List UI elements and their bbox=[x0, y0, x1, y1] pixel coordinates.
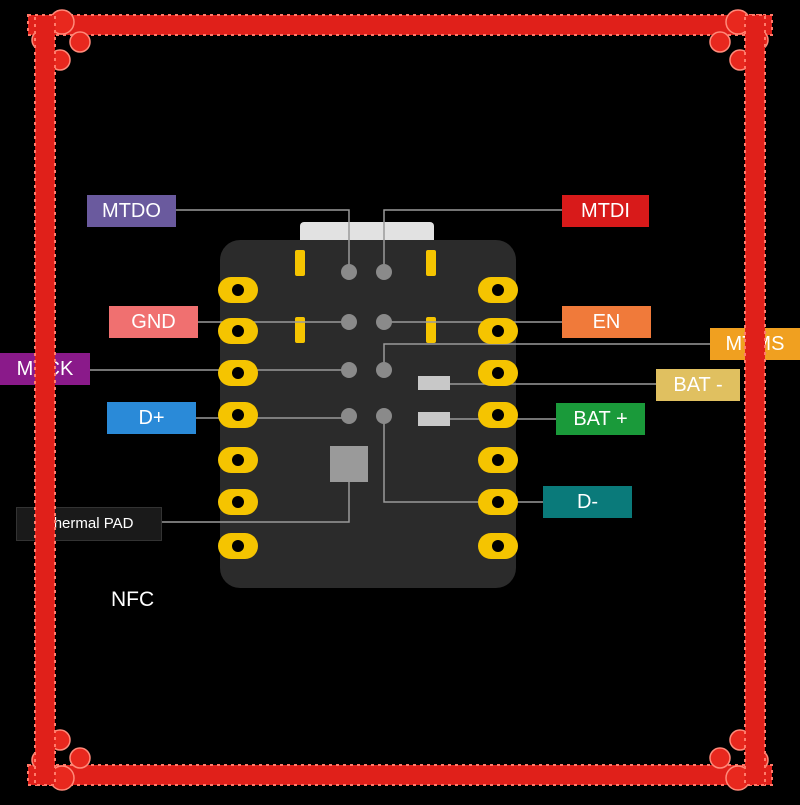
label-bat-plus: BAT + bbox=[556, 403, 645, 435]
label-d-plus: D+ bbox=[107, 402, 196, 434]
label-mtdi: MTDI bbox=[562, 195, 649, 227]
label-gnd: GND bbox=[109, 306, 198, 338]
thermal-pad bbox=[330, 446, 368, 482]
label-en: EN bbox=[562, 306, 651, 338]
small-pads bbox=[295, 250, 436, 343]
label-mtck: MTCK bbox=[0, 353, 90, 385]
usb-connector bbox=[300, 222, 434, 244]
label-mtdo: MTDO bbox=[87, 195, 176, 227]
edge-pins-left bbox=[218, 277, 258, 559]
label-mtms: MTMS bbox=[710, 328, 800, 360]
edge-pins-right bbox=[478, 277, 518, 559]
test-pins bbox=[341, 264, 392, 424]
nfc-label: NFC bbox=[111, 588, 155, 611]
battery-pads bbox=[418, 376, 450, 426]
label-d-minus: D- bbox=[543, 486, 632, 518]
label-thermal-pad: Thermal PAD bbox=[16, 507, 162, 541]
board bbox=[220, 240, 516, 588]
label-bat-minus: BAT - bbox=[656, 369, 740, 401]
